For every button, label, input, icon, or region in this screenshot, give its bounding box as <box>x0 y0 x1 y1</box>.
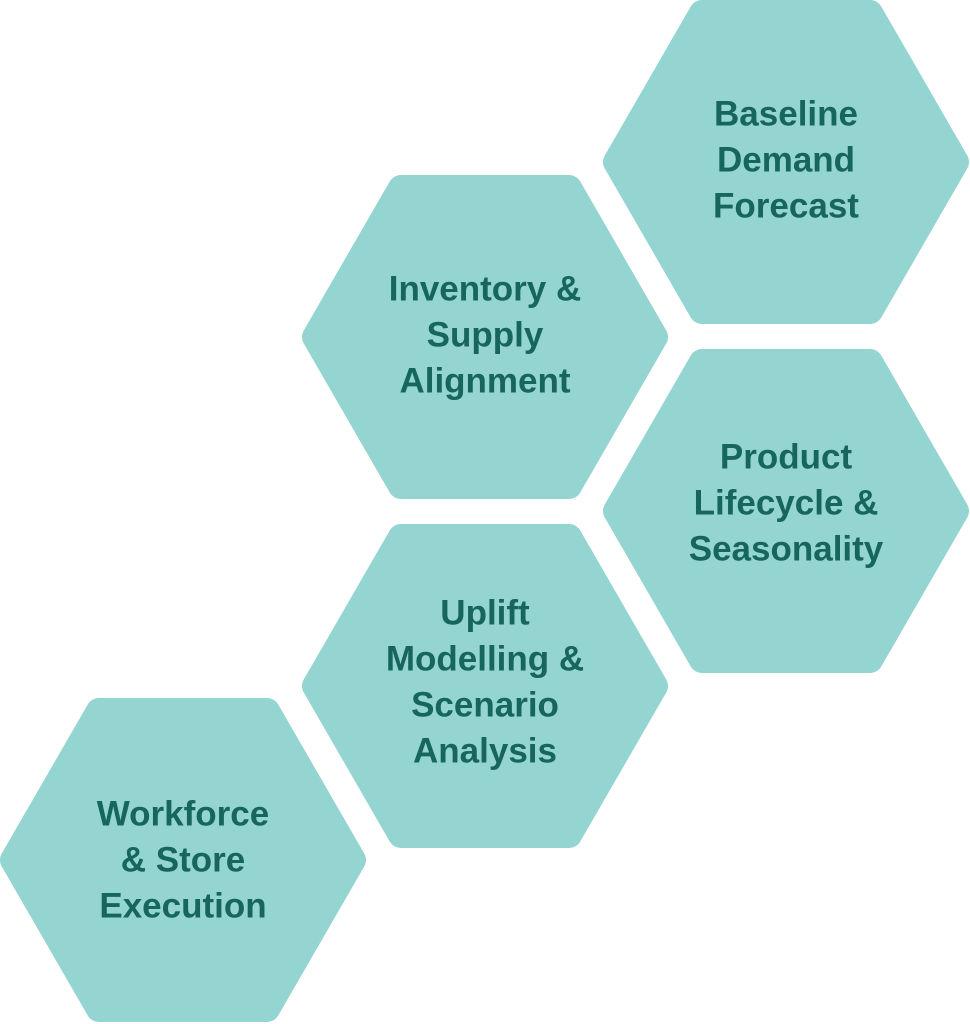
hexagon-baseline-demand-forecast: Baseline Demand Forecast <box>616 13 956 311</box>
hexagon-label-line: Modelling & <box>386 639 584 678</box>
hexagon-label-line: Workforce <box>97 794 269 833</box>
hexagon-label-line: Lifecycle & <box>694 483 879 522</box>
hexagon-label-line: Analysis <box>413 731 557 770</box>
hexagon-label-line: Demand <box>717 140 855 179</box>
hexagon-label-line: & Store <box>121 840 245 879</box>
hexagon-label-line: Seasonality <box>689 529 884 568</box>
hexagon-label-line: Uplift <box>440 593 530 632</box>
hexagon-label-line: Alignment <box>399 361 570 400</box>
hexagon-label-line: Baseline <box>714 94 858 133</box>
hexagon-label-line: Inventory & <box>389 269 582 308</box>
hexagon-label-line: Execution <box>99 886 266 925</box>
hexagon-label-line: Forecast <box>713 186 859 225</box>
hexagon-label-line: Scenario <box>411 685 559 724</box>
hexagon-label-line: Supply <box>427 315 544 354</box>
hexagon-product-lifecycle-seasonality: Product Lifecycle & Seasonality <box>616 362 956 660</box>
hexagon-label-line: Product <box>720 437 853 476</box>
hexagon-inventory-supply-alignment: Inventory & Supply Alignment <box>315 188 655 486</box>
hexagon-uplift-modelling-scenario-analysis: Uplift Modelling & Scenario Analysis <box>315 537 655 835</box>
hexagon-workforce-store-execution: Workforce & Store Execution <box>13 711 353 1009</box>
